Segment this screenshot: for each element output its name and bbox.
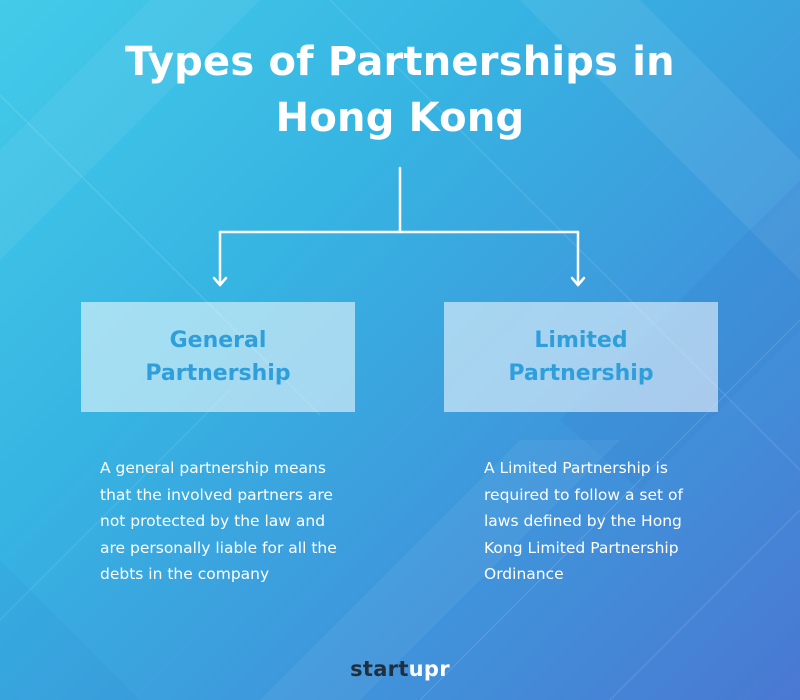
description-general-partnership: A general partnership means that the inv… (100, 459, 337, 583)
diagram-title: Types of Partnerships in Hong Kong (125, 39, 675, 141)
node-general-partnership: General Partnership (81, 302, 355, 412)
description-limited-partnership: A Limited Partnership is required to fol… (484, 459, 683, 583)
arrowhead-left (212, 276, 228, 287)
brand-logo: startupr (0, 657, 800, 681)
brand-logo-start: start (350, 657, 409, 681)
arrowhead-right (570, 276, 586, 287)
node-limited-partnership: Limited Partnership (444, 302, 718, 412)
node-label-limited-partnership: Limited Partnership (508, 328, 654, 386)
brand-logo-upr: upr (408, 657, 450, 681)
node-label-general-partnership: General Partnership (145, 328, 291, 386)
